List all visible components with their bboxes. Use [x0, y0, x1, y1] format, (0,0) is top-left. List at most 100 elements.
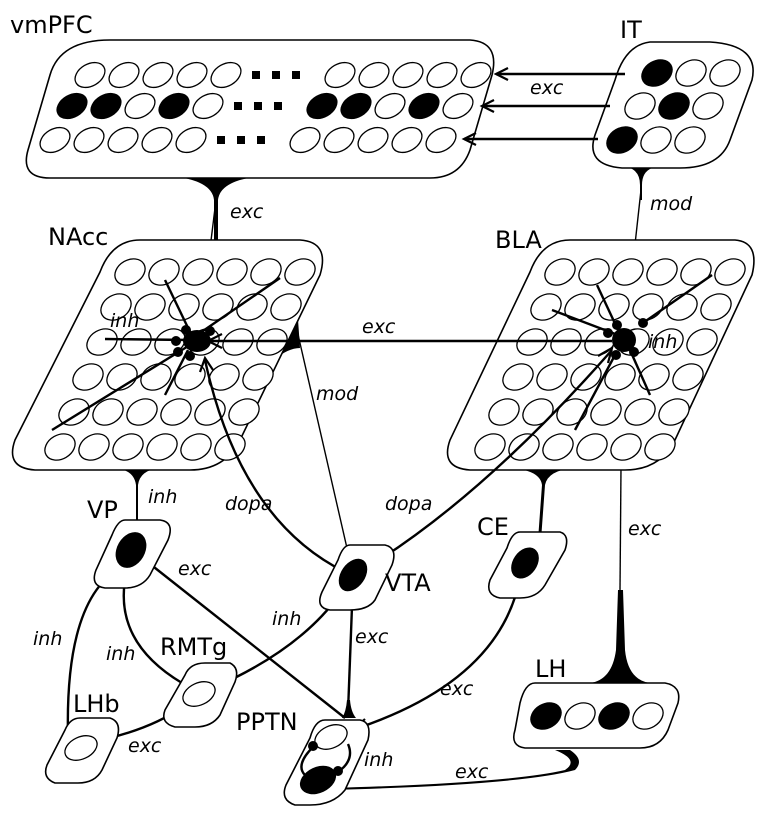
label-nacc: NAcc	[48, 223, 108, 251]
ellipsis-dot	[274, 102, 282, 110]
label-it: IT	[620, 16, 642, 44]
bla-cell	[658, 398, 690, 426]
vmpfc-cell	[391, 126, 423, 154]
nacc-cell	[284, 258, 316, 286]
bla-cell	[576, 433, 608, 461]
vmpfc-cell	[374, 92, 406, 120]
vmpfc-cell	[142, 61, 174, 89]
it-cell	[624, 92, 656, 120]
bla-cell	[652, 328, 684, 356]
it-cell	[674, 126, 706, 154]
bla-cell	[488, 398, 520, 426]
vmpfc-cell	[289, 126, 321, 154]
lh-cell	[598, 702, 630, 730]
vp-cell	[115, 532, 147, 568]
bla-cell	[474, 433, 506, 461]
region-ce	[487, 531, 568, 599]
it-cell	[641, 59, 673, 87]
edge-label-pptn-inh: inh	[364, 749, 393, 771]
region-lhb	[44, 717, 120, 784]
lhb-cell	[64, 735, 98, 761]
ellipsis-dot	[217, 136, 225, 144]
vmpfc-cell	[141, 126, 173, 154]
region-it	[592, 41, 754, 169]
vmpfc-cell	[175, 126, 207, 154]
bla-cell	[604, 363, 636, 391]
nacc-cell	[126, 398, 158, 426]
lh-cell	[632, 702, 664, 730]
vmpfc-cell	[158, 92, 190, 120]
edge-label-rmtg-vta: inh	[272, 608, 301, 630]
bla-cell	[610, 433, 642, 461]
vmpfc-cell	[425, 126, 457, 154]
ce-cell	[511, 547, 539, 579]
nacc-cell	[242, 363, 274, 391]
nacc-cell	[44, 433, 76, 461]
bla-ce-funnel	[510, 468, 575, 540]
nacc-cell	[270, 293, 302, 321]
vmpfc-cell	[108, 61, 140, 89]
edge-label-vta-nacc-dopa: dopa	[225, 493, 272, 515]
it-cell	[675, 59, 707, 87]
label-vp: VP	[87, 496, 118, 524]
nacc-cell	[100, 293, 132, 321]
edge-label-it-vmpfc: exc	[530, 77, 564, 99]
vmpfc-cell	[90, 92, 122, 120]
bla-cell	[536, 363, 568, 391]
bla-cell	[638, 363, 670, 391]
vta-nacc-dopa-connection	[198, 355, 346, 574]
it-cell	[606, 126, 638, 154]
vmpfc-cell	[73, 126, 105, 154]
ellipsis-dot	[272, 71, 280, 79]
edge-label-vta-bla-dopa: dopa	[385, 493, 432, 515]
lh-cell	[564, 702, 596, 730]
vp-pptn-connection	[144, 559, 346, 719]
bla-cell	[644, 433, 676, 461]
vmpfc-cell	[340, 92, 372, 120]
nacc-cell	[168, 293, 200, 321]
bla-cell	[542, 433, 574, 461]
bla-cell	[700, 293, 732, 321]
label-vta: VTA	[385, 569, 431, 597]
ellipsis-dot	[252, 71, 260, 79]
edge-label-nacc-vp: inh	[148, 486, 177, 508]
it-cell	[692, 92, 724, 120]
vmpfc-cell	[324, 61, 356, 89]
lh-cell	[530, 702, 562, 730]
nacc-cell	[78, 433, 110, 461]
nacc-cell	[112, 433, 144, 461]
nacc-vta-mod-edge	[296, 329, 353, 571]
edge-label-vp-rmtg: inh	[106, 643, 135, 665]
nacc-cell	[134, 293, 166, 321]
vmpfc-cell	[210, 61, 242, 89]
it-cell	[640, 126, 672, 154]
vmpfc-cell	[124, 92, 156, 120]
nacc-cell	[72, 363, 104, 391]
edge-label-ce-pptn: exc	[440, 678, 474, 700]
vmpfc-cell	[392, 61, 424, 89]
edge-label-vta-pptn: exc	[355, 626, 389, 648]
nacc-cell	[86, 328, 118, 356]
bla-lh-funnel	[590, 590, 650, 683]
edge-label-vp-pptn: exc	[178, 558, 212, 580]
vmpfc-cell	[192, 92, 224, 120]
bla-cell	[624, 398, 656, 426]
nacc-cell	[216, 258, 248, 286]
nacc-cell	[58, 398, 90, 426]
vmpfc-cell	[39, 126, 71, 154]
ellipsis-dot	[257, 136, 265, 144]
it-bla-funnel	[630, 168, 652, 200]
it-cell	[709, 59, 741, 87]
bla-cell	[544, 258, 576, 286]
bla-cell	[646, 258, 678, 286]
region-pptn	[283, 719, 370, 806]
ellipsis-dot	[292, 71, 300, 79]
lh-outline	[512, 682, 680, 749]
ellipsis-dot	[234, 102, 242, 110]
bla-cell	[672, 363, 704, 391]
region-nacc	[11, 239, 324, 471]
nacc-cell	[160, 398, 192, 426]
edge-label-vmpfc-nacc: exc	[230, 201, 264, 223]
ce-pptn-connection	[349, 577, 522, 735]
